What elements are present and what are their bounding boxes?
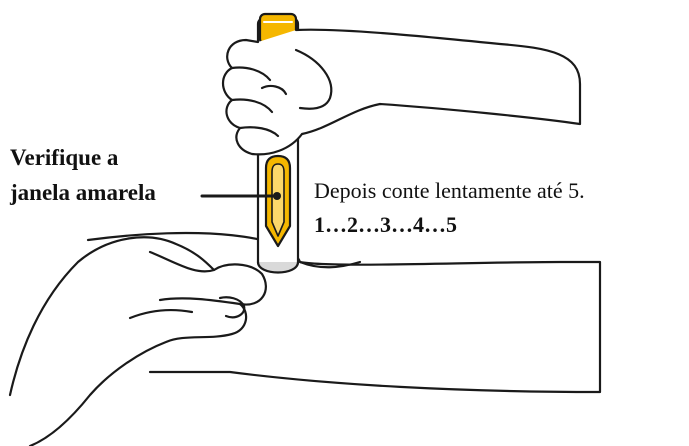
lower-hand-crease [128, 308, 194, 320]
callout-pointer-dot [273, 192, 281, 200]
callout-label-line-1: Verifique a [10, 145, 119, 170]
lower-hand [8, 236, 267, 446]
upper-hand-thumb [294, 48, 333, 110]
yellow-window-inner [271, 163, 285, 237]
count-sequence: 1…2…3…4…5 [314, 212, 457, 237]
lower-hand-finger-1 [148, 250, 216, 273]
pen-base [256, 260, 300, 274]
callout-label-line-2: janela amarela [10, 180, 156, 205]
upper-hand [221, 28, 582, 156]
instruction-text: Depois conte lentamente até 5. [314, 178, 585, 203]
lower-hand-finger-2 [158, 297, 242, 306]
upper-hand-finger-2 [230, 98, 274, 114]
upper-hand-finger-3 [238, 126, 280, 138]
upper-hand-knuckle [260, 84, 288, 96]
lower-hand-thumbnail [218, 296, 246, 319]
upper-hand-finger-1 [230, 66, 272, 82]
skin-fold-line [298, 260, 362, 269]
